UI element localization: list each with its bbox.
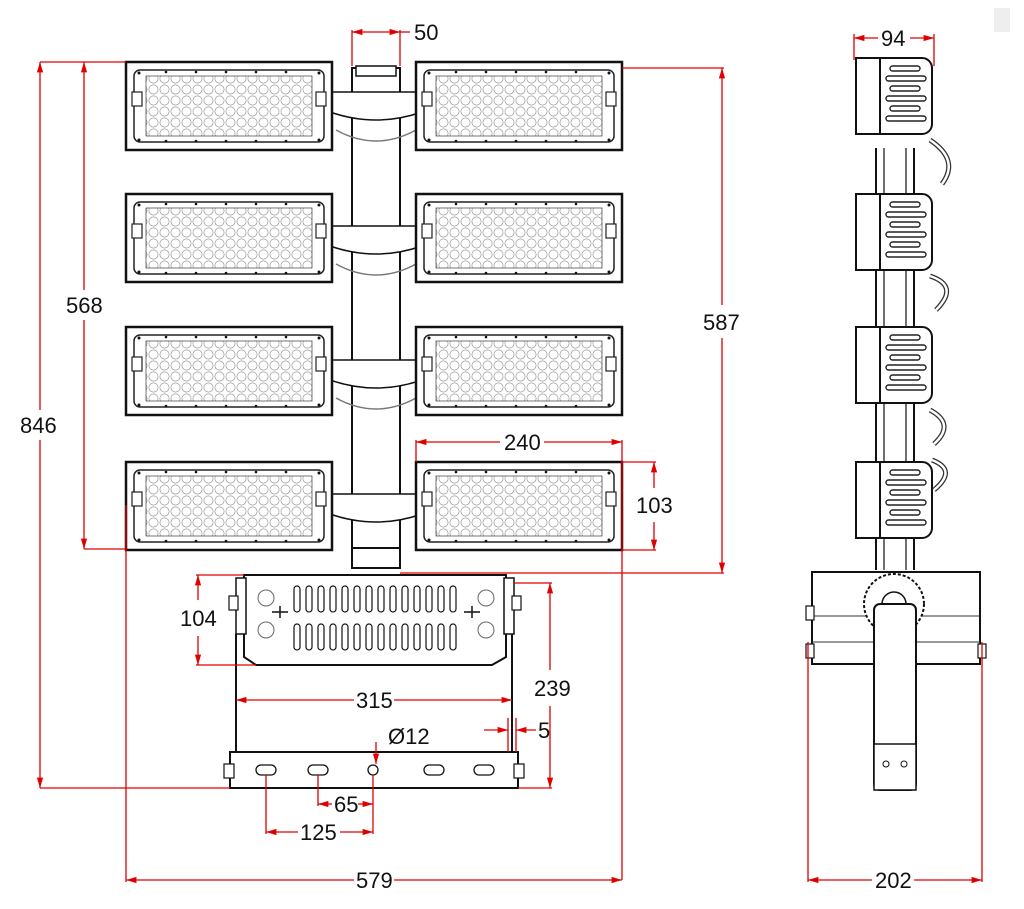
dim-pole-width: 50 xyxy=(414,20,438,45)
pole-clamps xyxy=(329,91,423,523)
dim-module-pitch-height: 587 xyxy=(703,310,740,335)
driver-housing xyxy=(228,574,522,666)
dim-module-height: 103 xyxy=(636,493,673,518)
led-module-right-3 xyxy=(414,325,624,417)
dimension-labels-front: 50 846 568 587 240 103 104 315 239 5 Ø12… xyxy=(20,20,740,893)
dim-bracket-width: 315 xyxy=(356,688,393,713)
led-module-left-2 xyxy=(124,192,334,284)
dim-module-stack-height: 568 xyxy=(66,293,103,318)
dimension-labels-side: 94 202 xyxy=(875,26,912,893)
dim-total-height: 846 xyxy=(20,413,57,438)
side-module-2 xyxy=(855,193,933,271)
u-bracket xyxy=(223,634,525,789)
dim-bracket-drop: 239 xyxy=(534,676,571,701)
dim-hole-spacing-small: 65 xyxy=(334,792,358,817)
side-module-3 xyxy=(855,326,933,404)
dim-module-depth: 94 xyxy=(881,26,905,51)
led-module-left-3 xyxy=(124,325,334,417)
led-module-left-4 xyxy=(124,460,334,552)
dimension-lines-front xyxy=(36,28,726,884)
dim-bracket-offset: 5 xyxy=(538,718,550,743)
center-pole xyxy=(351,67,401,569)
dimension-lines-side xyxy=(807,34,983,884)
led-module-left-1 xyxy=(124,60,334,152)
front-view: 50 846 568 587 240 103 104 315 239 5 Ø12… xyxy=(20,20,740,893)
led-module-right-4 xyxy=(414,460,624,552)
led-module-right-1 xyxy=(414,60,624,152)
led-module-right-2 xyxy=(414,192,624,284)
side-module-4 xyxy=(855,461,933,539)
dim-module-width: 240 xyxy=(504,430,541,455)
side-module-1 xyxy=(855,57,933,135)
dim-overall-width: 579 xyxy=(356,868,393,893)
dim-bracket-height: 104 xyxy=(180,606,217,631)
dim-base-width: 202 xyxy=(875,868,912,893)
corner-mark xyxy=(994,8,1010,32)
side-view: 94 202 xyxy=(805,26,987,893)
dim-hole-diameter: Ø12 xyxy=(388,724,430,749)
dim-hole-spacing-large: 125 xyxy=(300,820,337,845)
